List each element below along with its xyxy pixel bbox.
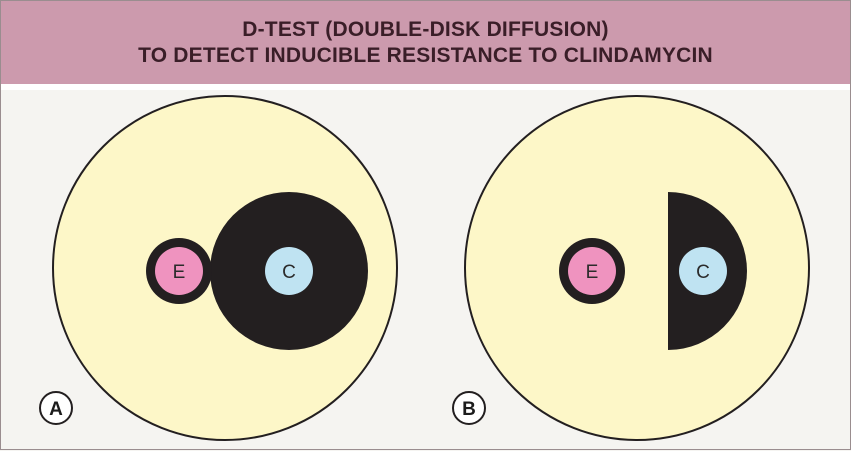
erythromycin-disk-label-a: E: [173, 262, 186, 283]
agar-plate-b: [464, 95, 810, 441]
panel-b: E C B: [452, 95, 810, 441]
title-line-1: D-TEST (DOUBLE-DISK DIFFUSION): [242, 17, 609, 41]
panel-label-a: A: [49, 399, 63, 420]
title-banner: D-TEST (DOUBLE-DISK DIFFUSION) TO DETECT…: [1, 1, 850, 85]
clindamycin-disk-label-a: C: [282, 262, 296, 283]
clindamycin-disk-a: [265, 247, 313, 295]
erythromycin-disk-b: [568, 247, 616, 295]
panel-a: E C A: [39, 95, 398, 441]
panel-label-b: B: [462, 399, 476, 420]
erythromycin-disk-label-b: E: [586, 262, 599, 283]
erythromycin-disk-a: [155, 247, 203, 295]
clindamycin-disk-b: [679, 247, 727, 295]
title-line-2: TO DETECT INDUCIBLE RESISTANCE TO CLINDA…: [138, 43, 713, 67]
clindamycin-disk-label-b: C: [696, 262, 710, 283]
panel-label-badge-a: [39, 391, 73, 425]
header-divider: [1, 84, 850, 90]
panel-label-badge-b: [452, 391, 486, 425]
